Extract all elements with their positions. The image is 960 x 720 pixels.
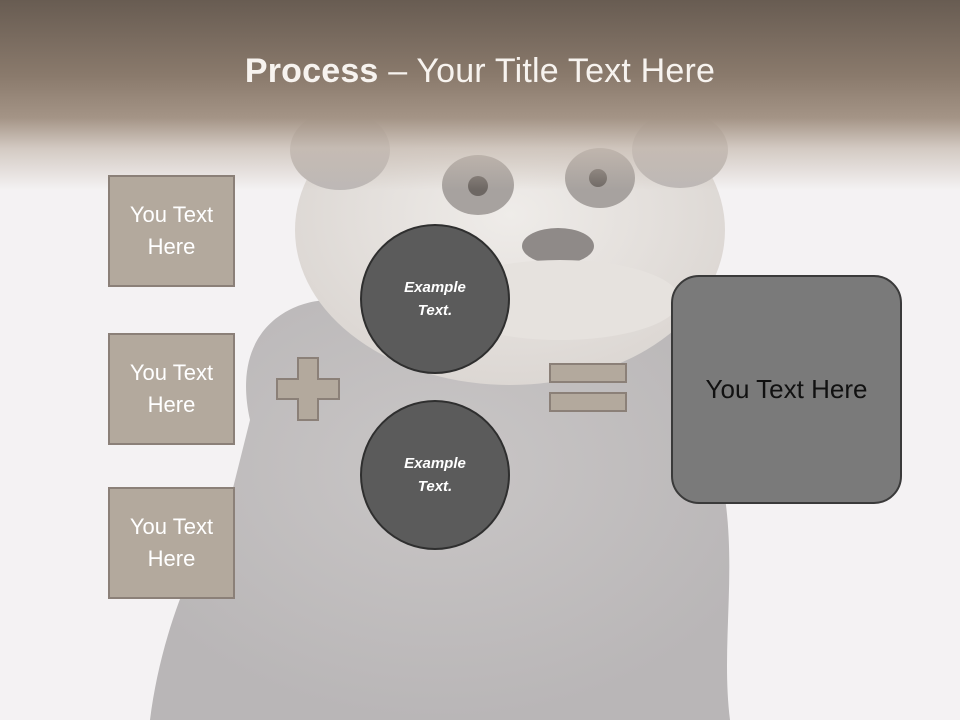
example-circle-1[interactable]: Example Text. <box>360 224 510 374</box>
equals-bar-top <box>549 363 627 383</box>
slide-title: Process – Your Title Text Here <box>0 52 960 91</box>
plus-icon <box>276 357 340 421</box>
left-text-box-1[interactable]: You Text Here <box>108 175 235 287</box>
title-bold: Process <box>244 52 379 90</box>
equals-bar-bottom <box>549 392 627 412</box>
title-rest: – Your Title Text Here <box>378 52 716 90</box>
header-band <box>0 0 960 190</box>
left-text-box-3[interactable]: You Text Here <box>108 487 235 599</box>
result-text-box[interactable]: You Text Here <box>671 275 902 504</box>
left-text-box-2[interactable]: You Text Here <box>108 333 235 445</box>
example-circle-2[interactable]: Example Text. <box>360 400 510 550</box>
